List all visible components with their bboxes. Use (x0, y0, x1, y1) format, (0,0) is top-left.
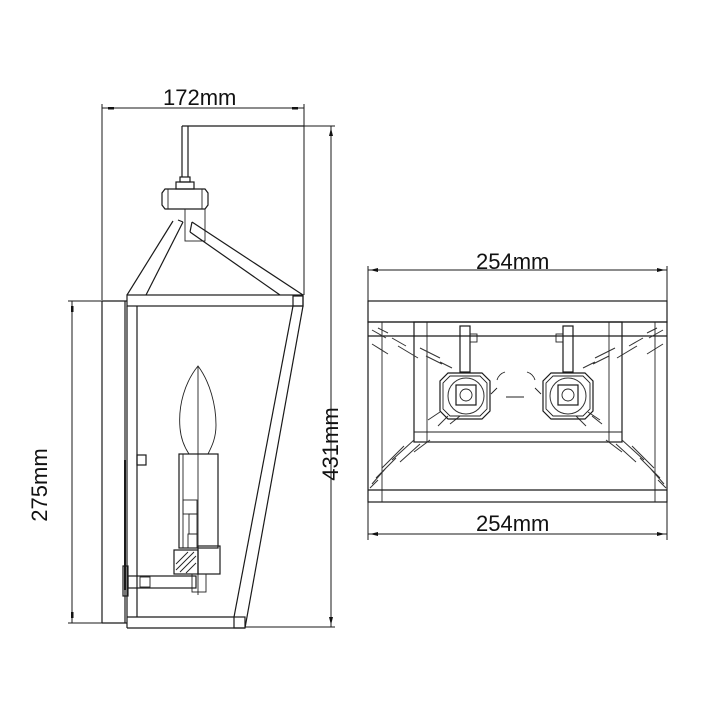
top-frame (126, 294, 304, 307)
roof-struts (126, 219, 304, 296)
width-dimension-line (101, 104, 305, 300)
top-nut (161, 188, 209, 242)
bottom-width-dimension-line (368, 532, 667, 536)
side-view (68, 104, 335, 629)
top-width-label: 254mm (476, 249, 550, 274)
overall-height-label: 431mm (318, 407, 343, 481)
hanging-arm (175, 125, 304, 190)
center-hub (490, 371, 542, 398)
backplate (101, 300, 127, 624)
candle-arm (122, 565, 197, 597)
bottom-width-label: 254mm (476, 511, 550, 536)
front-post (233, 305, 304, 629)
backplate-dimension-line (68, 300, 127, 624)
perspective-lines (369, 327, 667, 489)
top-view-backplate (367, 300, 668, 323)
left-socket (439, 325, 491, 420)
candle-socket (173, 545, 221, 593)
backplate-height-label: 275mm (27, 448, 52, 522)
width-dimension-label: 172mm (163, 85, 237, 110)
right-socket (542, 325, 594, 420)
top-view-inner-frame (413, 321, 623, 443)
candle-sleeve (178, 453, 219, 549)
top-view (367, 266, 668, 540)
bottom-frame (127, 616, 245, 629)
